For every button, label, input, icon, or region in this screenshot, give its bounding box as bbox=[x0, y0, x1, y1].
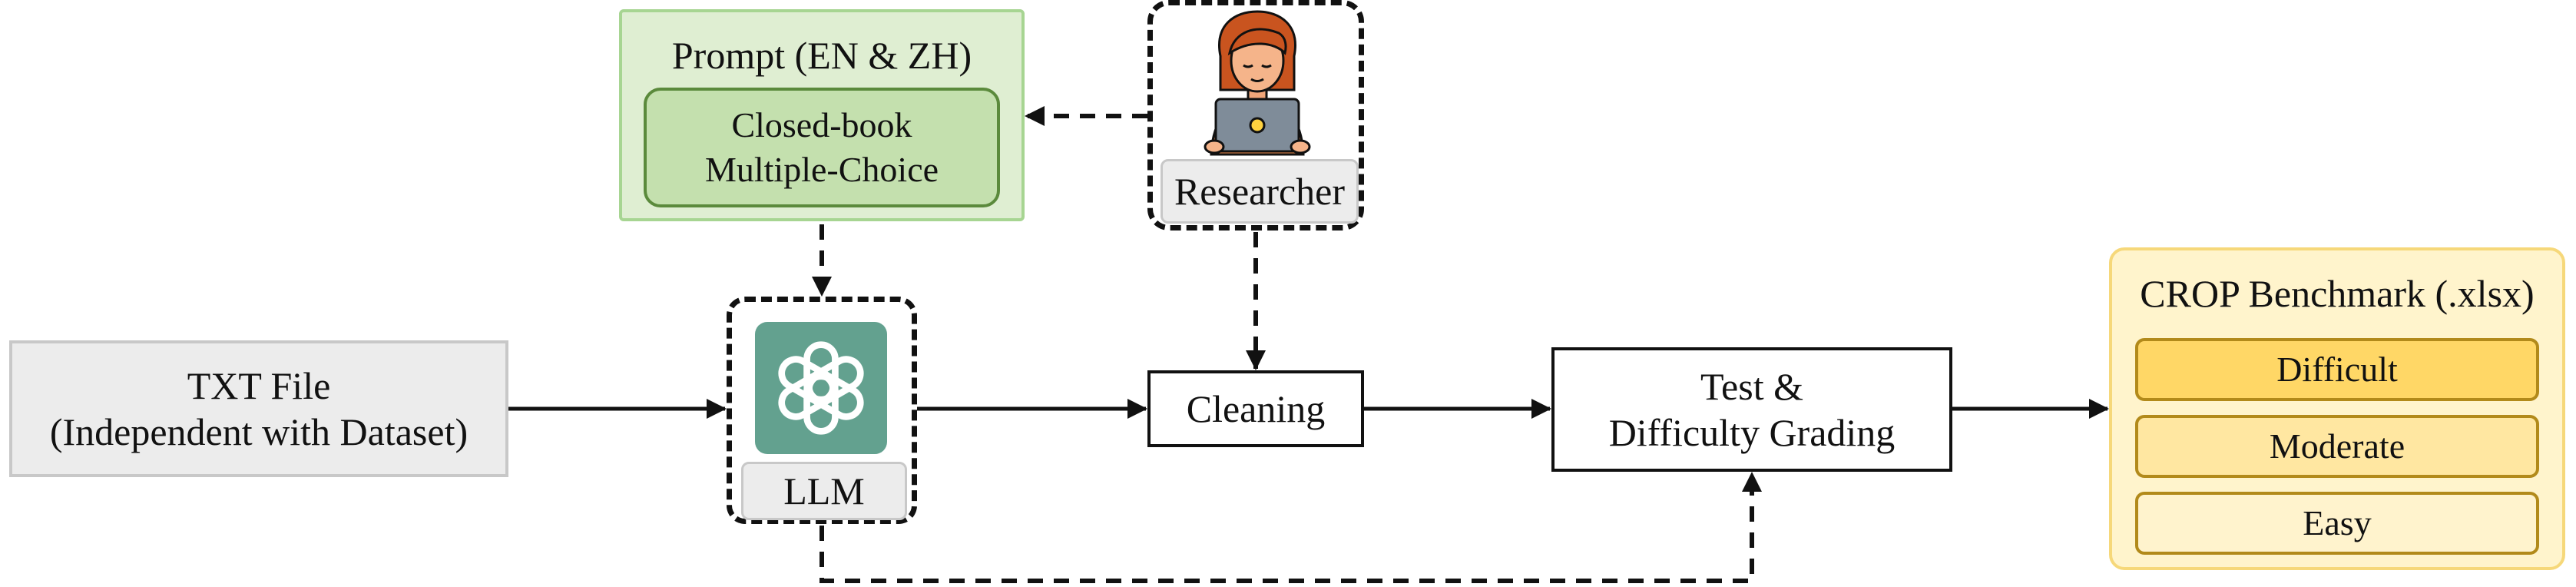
benchmark-title: CROP Benchmark (.xlsx) bbox=[2140, 272, 2535, 315]
level-easy: Easy bbox=[2135, 492, 2539, 555]
txt-file-box: TXT File (Independent with Dataset) bbox=[9, 340, 508, 477]
researcher-node: Researcher bbox=[1147, 0, 1364, 230]
llm-node: LLM bbox=[727, 297, 917, 524]
researcher-laptop-icon bbox=[1204, 10, 1311, 156]
txt-file-title: TXT File bbox=[187, 364, 331, 407]
txt-file-subtitle: (Independent with Dataset) bbox=[49, 410, 469, 453]
level-moderate: Moderate bbox=[2135, 415, 2539, 478]
researcher-label: Researcher bbox=[1161, 159, 1359, 224]
test-label-line1: Test & bbox=[1700, 365, 1803, 408]
prompt-type-line2: Multiple-Choice bbox=[704, 150, 939, 189]
prompt-type-box: Closed-book Multiple-Choice bbox=[644, 88, 1000, 207]
level-difficult: Difficult bbox=[2135, 338, 2539, 401]
llm-label: LLM bbox=[741, 462, 907, 520]
cleaning-box: Cleaning bbox=[1147, 370, 1364, 447]
prompt-type-line1: Closed-book bbox=[731, 105, 912, 144]
arrow-llm-to-test bbox=[819, 472, 1762, 583]
benchmark-box: CROP Benchmark (.xlsx) Difficult Moderat… bbox=[2109, 247, 2565, 570]
openai-logo-icon bbox=[755, 322, 887, 454]
test-grading-box: Test & Difficulty Grading bbox=[1551, 347, 1952, 472]
cleaning-label: Cleaning bbox=[1186, 387, 1326, 430]
test-label-line2: Difficulty Grading bbox=[1608, 411, 1896, 454]
prompt-box: Prompt (EN & ZH) Closed-book Multiple-Ch… bbox=[619, 9, 1025, 221]
prompt-title: Prompt (EN & ZH) bbox=[671, 34, 972, 77]
